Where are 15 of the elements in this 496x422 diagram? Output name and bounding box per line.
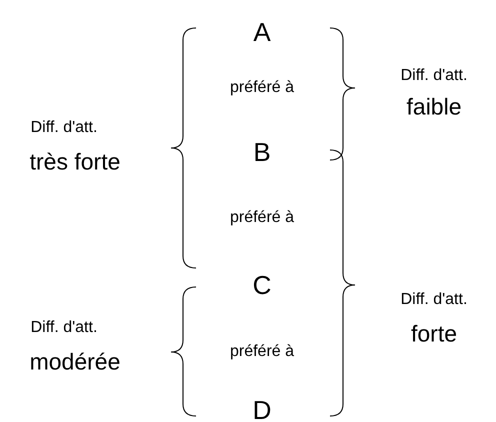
label: préféré à: [230, 80, 294, 96]
label: préféré à: [230, 344, 294, 360]
option-letter: D: [252, 397, 272, 422]
option-letter: B: [253, 139, 271, 165]
label: Diff. d'att.: [30, 120, 98, 136]
label: Diff. d'att.: [400, 292, 468, 308]
label: modérée: [30, 350, 120, 374]
option-letter: C: [252, 272, 272, 298]
label: Diff. d'att.: [400, 68, 468, 84]
label: préféré à: [230, 210, 294, 226]
label: très forte: [30, 150, 120, 174]
label: Diff. d'att.: [30, 320, 98, 336]
label: forte: [410, 322, 458, 346]
option-letter: A: [253, 19, 271, 45]
label: faible: [406, 96, 462, 118]
